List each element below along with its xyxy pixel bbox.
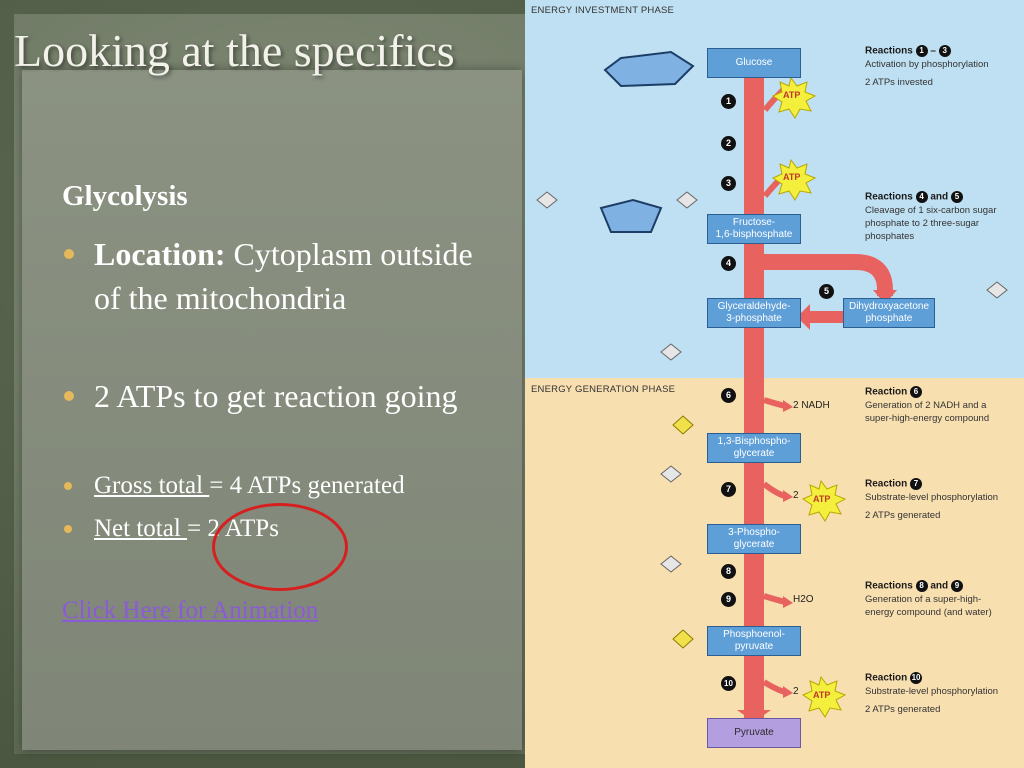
atp-label-10: ATP [813, 690, 831, 700]
two-label-10: 2 [793, 686, 799, 697]
atp-label-1: ATP [783, 90, 801, 100]
main-arrow-head [737, 710, 771, 722]
glucose-ring [603, 50, 695, 88]
phosphate-diamond [660, 343, 682, 361]
subheading: Glycolysis [62, 180, 188, 212]
step-1: 1 [721, 94, 736, 109]
atp-arrow-10 [762, 679, 786, 695]
atp-arrow-7 [762, 481, 786, 499]
fructose-box: Fructose- 1,6-bisphosphate [707, 214, 801, 244]
atp-star-1 [771, 76, 817, 119]
highlight-circle [212, 503, 348, 591]
location-text: Cytoplasm outside of the mitochondria [94, 236, 473, 316]
step-8: 8 [721, 564, 736, 579]
two-label-7: 2 [793, 490, 799, 501]
investment-phase-label: ENERGY INVESTMENT PHASE [531, 5, 675, 16]
phosphate-diamond [676, 191, 698, 209]
animation-link[interactable]: Click Here for Animation [62, 597, 319, 624]
gross-label: Gross total [94, 472, 210, 499]
generation-phase-label: ENERGY GENERATION PHASE [531, 384, 676, 395]
phosphate-diamond [660, 465, 682, 483]
pyruvate-box: Pyruvate [707, 718, 801, 748]
h2o-label: H2O [793, 594, 814, 605]
net-label: Net total [94, 515, 188, 542]
step-7: 7 [721, 482, 736, 497]
bullet-gross: Gross total = 4 ATPs generated [64, 470, 405, 502]
h2o-arrow [763, 593, 786, 605]
bullet-dot [64, 482, 72, 490]
step-4: 4 [721, 256, 736, 271]
atp-star-10 [801, 675, 847, 718]
bullet-dot [64, 391, 74, 401]
glucose-box: Glucose [707, 48, 801, 78]
bullet-dot [64, 525, 72, 533]
atp-star-3 [771, 158, 817, 201]
nadh-arrow [763, 397, 786, 409]
atp-label-7: ATP [813, 494, 831, 504]
fructose-ring [599, 198, 663, 233]
step-9: 9 [721, 592, 736, 607]
atp-arrow-7-head [783, 490, 793, 502]
phosphate-diamond [986, 281, 1008, 299]
atp-label-3: ATP [783, 172, 801, 182]
dhap-box: Dihydroxyacetone phosphate [843, 298, 935, 328]
nadh-label: 2 NADH [793, 400, 830, 411]
g3p-box: Glyceraldehyde- 3-phosphate [707, 298, 801, 328]
pg3-box: 3-Phospho- glycerate [707, 524, 801, 554]
step-6: 6 [721, 388, 736, 403]
content-panel [22, 70, 522, 750]
bullet-location: Location: Cytoplasm outside of the mitoc… [64, 232, 474, 320]
nadh-arrow-head [783, 400, 793, 412]
slide-title: Looking at the specifics [14, 25, 455, 76]
bullet-dot [64, 249, 74, 259]
atp-star-7 [801, 479, 847, 522]
pep-box: Phosphoenol- pyruvate [707, 626, 801, 656]
gross-text: = 4 ATPs generated [209, 472, 405, 499]
phosphate-yellow [672, 629, 694, 649]
glycolysis-diagram: ENERGY INVESTMENT PHASE ENERGY GENERATIO… [525, 0, 1024, 768]
location-label: Location: [94, 236, 226, 272]
step-3: 3 [721, 176, 736, 191]
main-arrow-shaft [744, 78, 764, 720]
phosphate-diamond [536, 191, 558, 209]
bullet-atp-start: 2 ATPs to get reaction going [64, 374, 474, 418]
step-2: 2 [721, 136, 736, 151]
atp-start-text: 2 ATPs to get reaction going [94, 378, 458, 414]
bpg-box: 1,3-Bisphospho- glycerate [707, 433, 801, 463]
phosphate-yellow [672, 415, 694, 435]
step-5: 5 [819, 284, 834, 299]
h2o-arrow-head [783, 596, 793, 608]
step-10: 10 [721, 676, 736, 691]
dhap-return-arrow [810, 311, 844, 323]
branch-arrow-dhap [764, 254, 893, 296]
phosphate-diamond [660, 555, 682, 573]
branch-arrow-dhap-head [873, 290, 897, 304]
atp-arrow-10-head [783, 686, 793, 698]
dhap-return-head [797, 304, 810, 330]
